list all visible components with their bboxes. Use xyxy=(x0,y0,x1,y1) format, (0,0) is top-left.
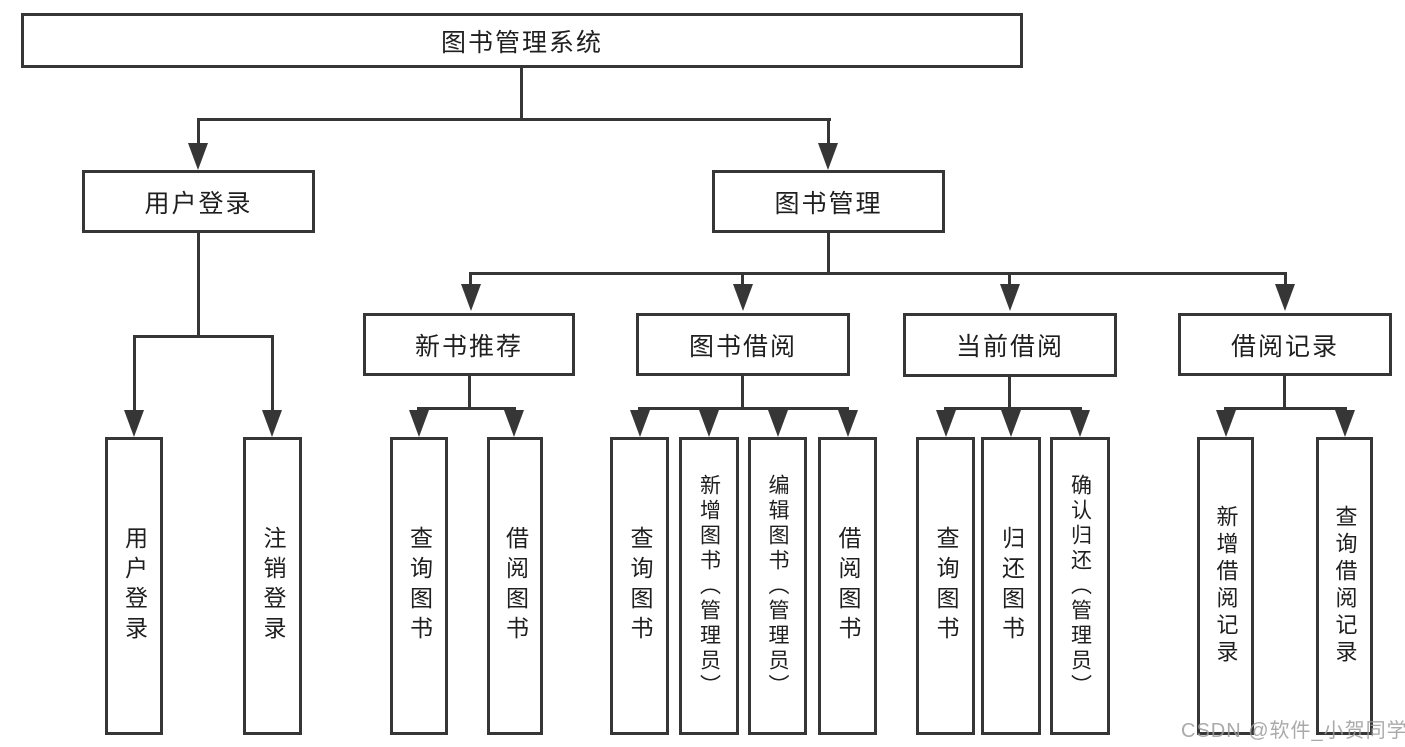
leaf-label: 新增借阅记录 xyxy=(1213,505,1239,667)
arrowhead-down-icon xyxy=(768,410,788,437)
arrowhead-down-icon xyxy=(936,410,956,437)
node-leaf-return-books: 归还图书 xyxy=(981,437,1041,735)
connector xyxy=(197,233,200,338)
connector xyxy=(271,335,274,413)
arrowhead-down-icon xyxy=(262,410,282,437)
node-leaf-logout: 注销登录 xyxy=(243,437,302,735)
node-leaf-borrow-books: 借阅图书 xyxy=(818,437,877,735)
leaf-label: 查询图书 xyxy=(406,526,433,646)
node-new-book-recommendation: 新书推荐 xyxy=(363,313,575,376)
leaf-label: 新增图书（管理员） xyxy=(697,473,721,699)
node-leaf-borrow-books-recommend: 借阅图书 xyxy=(487,437,543,735)
leaf-label: 查询图书 xyxy=(933,526,959,646)
connector xyxy=(133,335,274,338)
arrowhead-down-icon xyxy=(699,410,719,437)
watermark: CSDN @软件_小贺同学 xyxy=(1181,720,1405,742)
connector xyxy=(741,376,744,410)
node-leaf-query-books-current: 查询图书 xyxy=(916,437,975,735)
leaf-label: 查询图书 xyxy=(627,526,653,646)
connector xyxy=(468,376,471,410)
arrowhead-down-icon xyxy=(818,143,838,170)
node-leaf-query-borrow-record: 查询借阅记录 xyxy=(1316,437,1373,735)
connector xyxy=(417,407,516,410)
connector xyxy=(520,68,523,120)
node-leaf-query-books-recommend: 查询图书 xyxy=(390,437,448,735)
leaf-label: 借阅图书 xyxy=(502,526,529,646)
leaf-label: 确认归还（管理员） xyxy=(1068,473,1092,699)
connector xyxy=(827,233,830,275)
leaf-label: 用户登录 xyxy=(121,526,148,646)
connector xyxy=(741,272,744,287)
arrowhead-down-icon xyxy=(1000,284,1020,311)
arrowhead-down-icon xyxy=(630,410,650,437)
leaf-label: 编辑图书（管理员） xyxy=(766,473,789,699)
node-leaf-user-login: 用户登录 xyxy=(105,437,163,735)
leaf-label: 查询借阅记录 xyxy=(1332,505,1358,667)
arrowhead-down-icon xyxy=(838,410,858,437)
leaf-label: 归还图书 xyxy=(998,526,1025,646)
arrowhead-down-icon xyxy=(188,143,208,170)
node-leaf-edit-books-admin: 编辑图书（管理员） xyxy=(748,437,807,735)
node-book-management: 图书管理 xyxy=(712,170,945,233)
node-book-borrowing: 图书借阅 xyxy=(636,313,850,376)
node-library-management-system: 图书管理系统 xyxy=(21,13,1023,68)
leaf-label: 借阅图书 xyxy=(835,526,861,646)
connector xyxy=(1284,272,1287,287)
node-leaf-add-books-admin: 新增图书（管理员） xyxy=(679,437,739,735)
arrowhead-down-icon xyxy=(504,410,524,437)
node-leaf-add-borrow-record: 新增借阅记录 xyxy=(1197,437,1254,735)
arrowhead-down-icon xyxy=(1216,410,1236,437)
arrowhead-down-icon xyxy=(1001,410,1021,437)
connector xyxy=(1008,272,1011,287)
connector xyxy=(197,118,831,121)
node-current-borrowing: 当前借阅 xyxy=(903,313,1117,377)
arrowhead-down-icon xyxy=(1275,284,1295,311)
arrowhead-down-icon xyxy=(1335,410,1355,437)
connector xyxy=(469,272,472,287)
arrowhead-down-icon xyxy=(124,410,144,437)
connector xyxy=(827,118,830,146)
connector xyxy=(133,335,136,413)
arrowhead-down-icon xyxy=(1070,410,1090,437)
leaf-label: 注销登录 xyxy=(260,526,286,646)
connector xyxy=(197,118,200,146)
connector xyxy=(944,407,1082,410)
arrowhead-down-icon xyxy=(409,410,429,437)
arrowhead-down-icon xyxy=(733,284,753,311)
node-leaf-confirm-return-admin: 确认归还（管理员） xyxy=(1050,437,1110,735)
connector xyxy=(1224,407,1347,410)
connector xyxy=(1283,376,1286,410)
arrowhead-down-icon xyxy=(461,284,481,311)
connector xyxy=(469,272,1287,275)
connector xyxy=(1008,377,1011,410)
connector xyxy=(638,407,849,410)
node-leaf-query-books-borrowing: 查询图书 xyxy=(610,437,669,735)
node-user-login: 用户登录 xyxy=(82,170,315,233)
node-borrowing-records: 借阅记录 xyxy=(1178,313,1392,376)
